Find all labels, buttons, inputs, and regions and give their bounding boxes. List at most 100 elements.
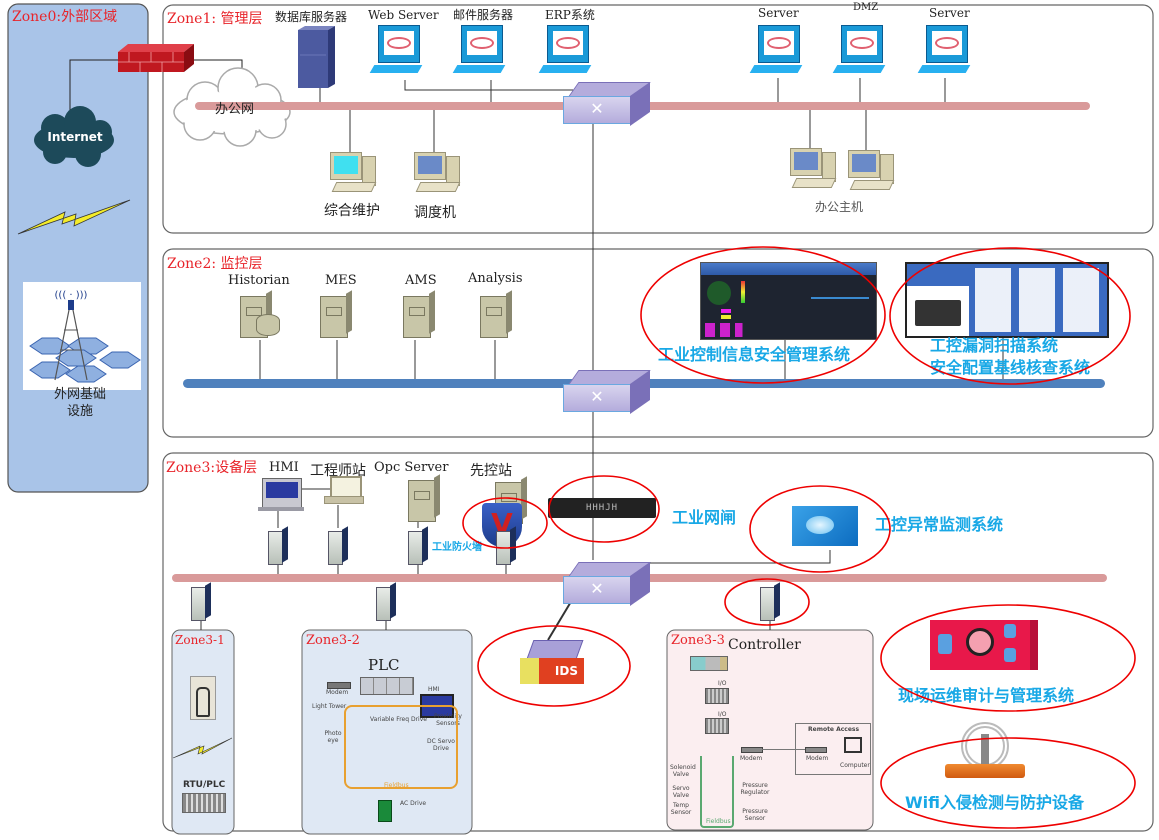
hmi-rail-switch-icon xyxy=(268,526,288,565)
vuln-scan-label: 工控漏洞扫描系统 xyxy=(930,336,1059,355)
modem-link xyxy=(762,749,805,750)
office-network-label: 办公网 xyxy=(215,102,255,117)
web-server-label: Web Server xyxy=(368,8,439,22)
ids-label: IDS xyxy=(520,658,584,684)
cell-tower-icon: ((( · ))) xyxy=(23,282,141,390)
zone1-links xyxy=(319,78,946,152)
modem-icon xyxy=(327,682,351,689)
internet-cloud-icon xyxy=(34,106,114,167)
server-1-icon xyxy=(749,25,803,80)
infra-label-line2: 设施 xyxy=(66,404,93,419)
opc-rail-switch-icon xyxy=(408,526,428,565)
hmi-label: HMI xyxy=(269,460,299,475)
servo-valve-label: Servo Valve xyxy=(672,785,690,799)
computer-label: Computer xyxy=(840,762,870,769)
remote-access-label: Remote Access xyxy=(808,726,860,733)
erp-label: ERP系统 xyxy=(545,8,595,22)
io-1-label: I/O xyxy=(718,680,727,687)
plc-label: PLC xyxy=(368,656,400,674)
zone3-1-label: Zone3-1 xyxy=(175,633,225,647)
office-host-label: 办公主机 xyxy=(815,200,864,214)
servo-drive-label: DC Servo Drive xyxy=(427,738,455,752)
ac-drive-icon xyxy=(378,800,392,822)
dispatch-pc-icon xyxy=(414,152,464,194)
office-host-1-icon xyxy=(790,148,840,190)
wifi-ids-label: Wifi入侵检测与防护设备 xyxy=(905,793,1084,812)
engineer-rail-switch-icon xyxy=(328,526,348,565)
ams-label: AMS xyxy=(405,273,437,288)
fieldbus-loop xyxy=(344,705,458,789)
io-2-label: I/O xyxy=(718,711,727,718)
zone3-1-box xyxy=(171,629,235,835)
mes-label: MES xyxy=(325,273,357,288)
gateway-label: 工业网闸 xyxy=(672,508,737,527)
server-label-2: Server xyxy=(929,6,970,20)
modem-1-label: Modem xyxy=(740,755,763,762)
photo-eye-label: Photo eye xyxy=(324,730,342,744)
vuln-scan-screenshot xyxy=(905,262,1109,338)
pressure-sensor-label: Pressure Sensor xyxy=(742,808,768,822)
plc-hmi-label: HMI xyxy=(428,686,440,693)
opc-server-label: Opc Server xyxy=(374,460,449,475)
historian-label: Historian xyxy=(228,273,290,288)
wireless-antenna-icon xyxy=(190,676,216,720)
opc-server-server-icon xyxy=(408,474,442,522)
infra-label-line1: 外网基础 xyxy=(53,387,106,402)
computer-icon xyxy=(844,737,862,753)
db-server-icon xyxy=(298,26,335,88)
modem-2-label: Modem xyxy=(806,755,829,762)
security-mgmt-label: 工业控制信息安全管理系统 xyxy=(658,345,851,364)
ac-drive-label: AC Drive xyxy=(400,800,427,807)
zone3-3-rail-switch-icon xyxy=(760,582,780,621)
anomaly-monitor-icon xyxy=(792,506,858,546)
ids-device-icon: IDS xyxy=(520,640,584,686)
wifi-router-icon xyxy=(945,722,1025,778)
mail-server-label: 邮件服务器 xyxy=(453,8,514,22)
lightning-icon xyxy=(17,199,131,235)
controller-fieldbus xyxy=(700,756,734,828)
analysis-label: Analysis xyxy=(468,271,523,286)
advanced-rail-switch-icon xyxy=(496,526,516,565)
rtu-plc-icon xyxy=(182,793,226,813)
temp-sensor-label: Temp Sensor xyxy=(670,802,692,816)
internet-label: Internet xyxy=(47,130,103,144)
controller-label: Controller xyxy=(728,637,801,653)
zone3-1-rail-switch-icon xyxy=(191,582,211,621)
zone3-2-rail-switch-icon xyxy=(376,582,396,621)
svg-text:((( · ))): ((( · ))) xyxy=(55,290,88,301)
io-rack-1-icon xyxy=(705,688,729,704)
rtu-plc-label: RTU/PLC xyxy=(183,780,226,790)
db-server-label: 数据库服务器 xyxy=(275,10,348,24)
modem-label: Modem xyxy=(326,689,349,696)
engineer-laptop-base xyxy=(324,496,364,504)
zone3-2-label: Zone3-2 xyxy=(306,633,360,648)
baseline-check-label: 安全配置基线核查系统 xyxy=(930,358,1091,377)
office-host-2-icon xyxy=(848,150,898,192)
light-tower-label: Light Tower xyxy=(312,703,347,710)
server-2-icon xyxy=(917,25,971,80)
historian-server-icon xyxy=(240,290,280,338)
anomaly-monitor-label: 工控异常监测系统 xyxy=(875,515,1004,534)
modem-1-icon xyxy=(741,747,763,753)
zone1-label: Zone1: 管理层 xyxy=(167,11,263,27)
zone3-3-label: Zone3-3 xyxy=(671,633,725,648)
firewall-icon xyxy=(118,44,194,72)
maintenance-label: 综合维护 xyxy=(324,203,380,219)
industrial-firewall-label: 工业防火墙 xyxy=(432,542,482,553)
maintenance-pc-icon xyxy=(330,152,380,194)
analysis-server-icon xyxy=(480,290,514,338)
dispatch-label: 调度机 xyxy=(414,205,456,221)
dmz-icon xyxy=(832,25,886,80)
zone2-core-switch-icon: ✕ xyxy=(563,369,651,415)
engineer-station-label: 工程师站 xyxy=(310,463,366,479)
zone3-label: Zone3:设备层 xyxy=(166,460,258,476)
zone1-core-switch-icon: ✕ xyxy=(563,81,651,127)
zone3-core-switch-icon: ✕ xyxy=(563,561,651,607)
erp-icon xyxy=(538,25,592,80)
modem-2-icon xyxy=(805,747,827,753)
security-mgmt-screenshot xyxy=(700,262,877,340)
gateway-device-icon: HHHJH xyxy=(548,498,656,518)
ams-server-icon xyxy=(403,290,437,338)
io-rack-2-icon xyxy=(705,718,729,734)
